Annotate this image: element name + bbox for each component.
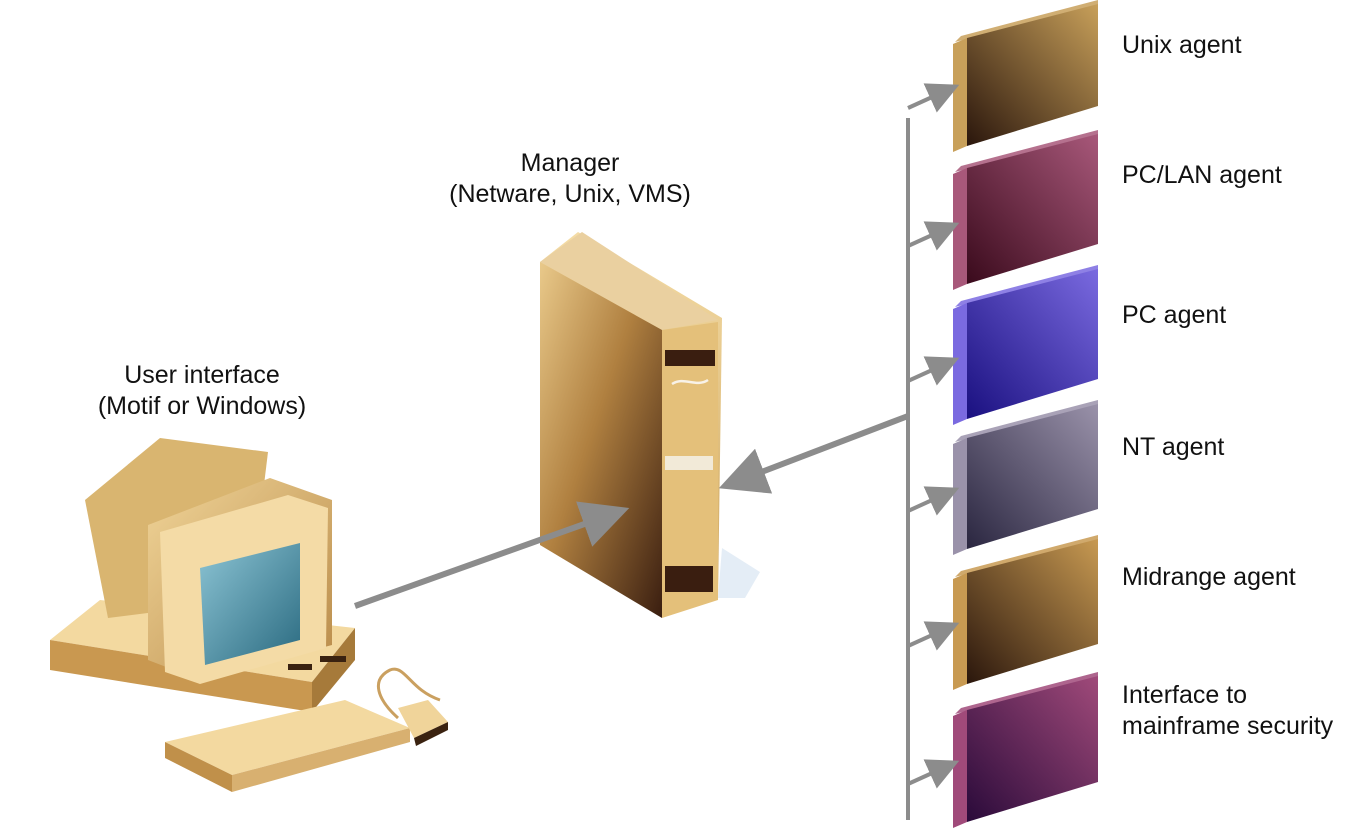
- agent-label-pc: PC agent: [1122, 301, 1227, 329]
- mouse-icon: [398, 700, 448, 738]
- agent-slabs: [907, 0, 1098, 828]
- agent-label-mainframe: Interface to mainframe security: [1122, 680, 1333, 742]
- agent-branch-arrow: [907, 83, 960, 113]
- user-interface-subtitle: (Motif or Windows): [97, 392, 307, 420]
- agent-branch-arrow: [907, 356, 960, 386]
- user-interface-label: User interface (Motif or Windows): [72, 360, 332, 422]
- agent-slab-4: [967, 539, 1098, 684]
- agent-slab-top: [955, 0, 1098, 42]
- agent-label-mainframe-line1: Interface to: [1122, 681, 1248, 709]
- agent-label-unix: Unix agent: [1122, 31, 1242, 59]
- agent-branch-arrow: [907, 759, 960, 789]
- agent-slab-5: [967, 676, 1098, 822]
- agent-branch-arrow: [907, 221, 960, 251]
- agents-to-manager-arrow: [718, 413, 910, 494]
- agent-slab-edge: [953, 710, 967, 828]
- tower-top: [540, 232, 718, 330]
- agent-branch-arrow: [907, 486, 960, 516]
- user-interface-title: User interface: [124, 361, 280, 389]
- agent-branch-arrow: [907, 621, 960, 651]
- tower-shadow: [718, 548, 760, 598]
- keyboard-edge: [232, 728, 410, 792]
- monitor-screen: [200, 543, 300, 665]
- agent-slab-top: [955, 265, 1098, 307]
- pc-drive-slot: [288, 664, 312, 670]
- agent-slab-top: [955, 130, 1098, 172]
- pc-drive-slot: [320, 656, 346, 662]
- manager-subtitle: (Netware, Unix, VMS): [449, 180, 691, 208]
- agent-slab-top: [955, 535, 1098, 577]
- agent-slab-3: [967, 404, 1098, 549]
- agent-slab-edge: [953, 38, 967, 152]
- tower-vent: [665, 566, 713, 592]
- agent-slab-2: [967, 269, 1098, 419]
- agent-label-nt: NT agent: [1122, 433, 1225, 461]
- agent-slab-edge: [953, 573, 967, 690]
- agent-label-pc-lan: PC/LAN agent: [1122, 161, 1282, 189]
- ui-to-manager-arrow: [353, 501, 630, 609]
- pc-base-side: [312, 628, 355, 712]
- tower-drive-bay: [665, 350, 715, 366]
- agent-slab-1: [967, 134, 1098, 284]
- agent-label-mainframe-line2: mainframe security: [1122, 712, 1334, 740]
- tower-drive-bay: [665, 456, 713, 470]
- mouse-cable: [377, 667, 441, 720]
- tower-drive-slot: [671, 378, 709, 386]
- agent-slab-0: [967, 4, 1098, 146]
- agent-label-midrange: Midrange agent: [1122, 563, 1296, 591]
- agent-slab-edge: [953, 303, 967, 425]
- keyboard-icon: [165, 700, 410, 775]
- agent-slab-edge: [953, 168, 967, 290]
- mouse-side: [414, 722, 448, 746]
- manager-title: Manager: [520, 149, 620, 177]
- connectors: [353, 118, 910, 820]
- keyboard-front: [165, 742, 232, 792]
- agent-slab-edge: [953, 438, 967, 555]
- agent-slab-top: [955, 672, 1098, 714]
- server-tower-icon: [540, 232, 760, 618]
- manager-label: Manager (Netware, Unix, VMS): [420, 148, 720, 210]
- desktop-computer-icon: [50, 438, 448, 792]
- agent-slab-top: [955, 400, 1098, 442]
